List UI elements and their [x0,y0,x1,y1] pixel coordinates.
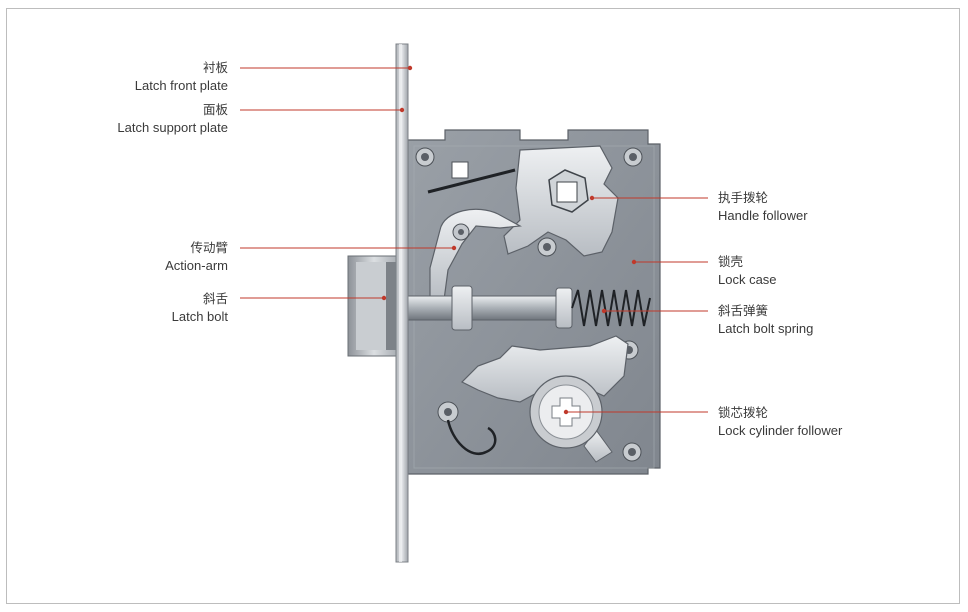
latch-bolt [347,255,401,357]
label-action-arm: 传动臂 Action-arm [165,240,228,273]
case-rivets [415,147,643,462]
leader-endpoint-dot [451,245,457,251]
leader-lines [240,65,708,415]
label-lock-case: 锁壳 Lock case [718,254,777,287]
leader-endpoint-dot [589,195,595,201]
leader-endpoint-dot [399,107,405,113]
label-latch-bolt-spring: 斜舌弹簧 Latch bolt spring [718,303,814,336]
lower-wire-spring [446,419,497,455]
label-handle-follower: 执手拨轮 Handle follower [718,190,808,223]
leader-endpoint-dot [407,65,413,71]
leader-endpoint-dot [601,308,607,314]
handle-follower [503,145,619,257]
image-border [6,8,960,604]
label-latch-support-plate: 面板 Latch support plate [117,102,228,135]
latch-bolt-rod [407,285,573,331]
latch-bolt-spring [571,289,651,327]
latch-front-plate [395,43,409,563]
leader-endpoint-dot [381,295,387,301]
label-latch-front-plate: 衬板 Latch front plate [134,60,228,93]
label-latch-bolt: 斜舌 Latch bolt [171,291,228,324]
leader-endpoint-dot [563,409,569,415]
label-lock-cylinder-follower: 锁芯拨轮 Lock cylinder follower [718,405,843,438]
action-arm [429,208,522,301]
leader-endpoint-dot [631,259,637,265]
